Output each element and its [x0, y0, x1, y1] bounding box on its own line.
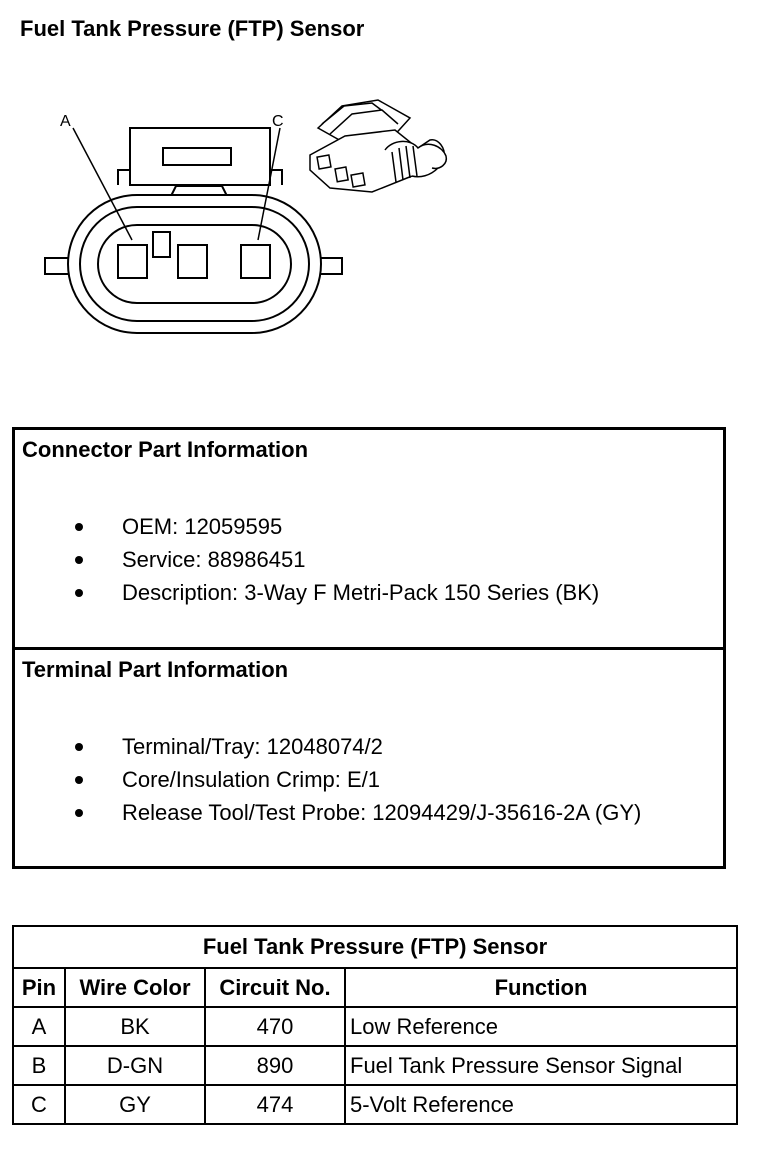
table-title: Fuel Tank Pressure (FTP) Sensor [12, 925, 738, 969]
connector-info-list: OEM: 12059595 Service: 88986451 Descript… [70, 510, 599, 609]
column-header-circuit-no: Circuit No. [204, 967, 346, 1008]
list-item: Release Tool/Test Probe: 12094429/J-3561… [70, 796, 641, 829]
bullet-icon [75, 743, 83, 751]
pin-table: Fuel Tank Pressure (FTP) Sensor Pin Wire… [12, 925, 738, 1125]
latch-steps [117, 169, 283, 185]
connector-info-heading: Connector Part Information [22, 437, 309, 462]
cell-wire-color: BK [64, 1006, 206, 1047]
list-item-text: Service: 88986451 [122, 547, 306, 572]
column-header-wire-color: Wire Color [64, 967, 206, 1008]
cell-wire-color: GY [64, 1084, 206, 1125]
cell-wire-color: D-GN [64, 1045, 206, 1086]
bullet-icon [75, 589, 83, 597]
page-title: Fuel Tank Pressure (FTP) Sensor [20, 16, 365, 41]
leader-line-c [257, 127, 281, 241]
connector-mid-shell [79, 206, 310, 322]
pin-label-a: A [60, 113, 71, 130]
terminal-cavity-b [177, 244, 208, 279]
part-info-box: Connector Part Information OEM: 12059595… [12, 427, 726, 869]
latch-window [162, 147, 232, 166]
list-item: Core/Insulation Crimp: E/1 [70, 763, 641, 796]
bullet-icon [75, 523, 83, 531]
connector-info-section: Connector Part Information OEM: 12059595… [15, 430, 723, 650]
cell-circuit-no: 890 [204, 1045, 346, 1086]
cell-pin: A [12, 1006, 66, 1047]
list-item: Service: 88986451 [70, 543, 599, 576]
cell-pin: B [12, 1045, 66, 1086]
list-item: OEM: 12059595 [70, 510, 599, 543]
pin-label-c: C [272, 113, 284, 130]
column-header-pin: Pin [12, 967, 66, 1008]
terminal-cavity-a [117, 244, 148, 279]
table-row: A BK 470 Low Reference [12, 1006, 738, 1047]
terminal-info-heading: Terminal Part Information [22, 657, 289, 682]
list-item-text: Release Tool/Test Probe: 12094429/J-3561… [122, 800, 642, 825]
cell-function: Fuel Tank Pressure Sensor Signal [344, 1045, 738, 1086]
connector-iso-view [309, 99, 448, 193]
cell-function: Low Reference [344, 1006, 738, 1047]
bullet-icon [75, 776, 83, 784]
table-header-row: Pin Wire Color Circuit No. Function [12, 967, 738, 1008]
column-header-function: Function [344, 967, 738, 1008]
list-item-text: Description: 3-Way F Metri-Pack 150 Seri… [122, 580, 600, 605]
connector-key [152, 231, 171, 258]
side-tab-left [44, 257, 71, 275]
connector-diagram: A C [44, 99, 448, 334]
list-item-text: OEM: 12059595 [122, 514, 283, 539]
cell-circuit-no: 474 [204, 1084, 346, 1125]
table-row: C GY 474 5-Volt Reference [12, 1084, 738, 1125]
table-row: B D-GN 890 Fuel Tank Pressure Sensor Sig… [12, 1045, 738, 1086]
bullet-icon [75, 809, 83, 817]
list-item: Description: 3-Way F Metri-Pack 150 Seri… [70, 576, 599, 609]
bullet-icon [75, 556, 83, 564]
cell-circuit-no: 470 [204, 1006, 346, 1047]
terminal-info-section: Terminal Part Information Terminal/Tray:… [15, 650, 723, 866]
cell-pin: C [12, 1084, 66, 1125]
connector-inner-shell [97, 224, 292, 304]
list-item-text: Terminal/Tray: 12048074/2 [122, 734, 383, 759]
list-item: Terminal/Tray: 12048074/2 [70, 730, 641, 763]
cell-function: 5-Volt Reference [344, 1084, 738, 1125]
list-item-text: Core/Insulation Crimp: E/1 [122, 767, 380, 792]
terminal-info-list: Terminal/Tray: 12048074/2 Core/Insulatio… [70, 730, 641, 829]
terminal-cavity-c [240, 244, 271, 279]
leader-line-a [72, 127, 133, 241]
